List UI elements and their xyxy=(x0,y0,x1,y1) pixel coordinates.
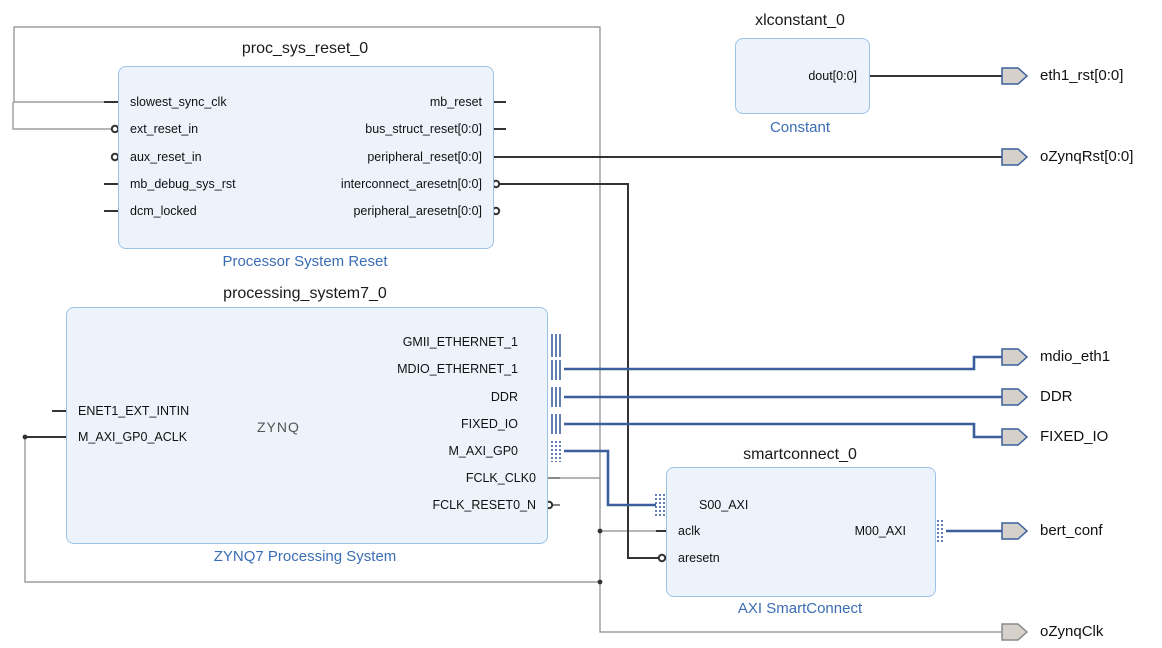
pin-aresetn[interactable]: aresetn xyxy=(678,551,720,565)
pin-mb-reset[interactable]: mb_reset xyxy=(429,95,482,109)
port-bert-conf[interactable]: bert_conf xyxy=(1040,522,1103,539)
pin-m-axi-gp0[interactable]: M_AXI_GP0 xyxy=(448,444,518,458)
proc-sys-reset-ip-name: Processor System Reset xyxy=(222,253,388,270)
pin-enet1-ext-intin[interactable]: ENET1_EXT_INTIN xyxy=(78,404,190,418)
net-ext-reset-loop xyxy=(12,102,112,130)
pin-bus-struct-reset[interactable]: bus_struct_reset[0:0] xyxy=(365,122,482,136)
pin-aux-reset-in[interactable]: aux_reset_in xyxy=(130,150,202,164)
port-fixed-io-shape xyxy=(1001,428,1029,446)
port-ozynqclk-shape xyxy=(1001,623,1029,641)
net-slowest-sync-clk xyxy=(13,26,1002,633)
xlconstant-instance-name: xlconstant_0 xyxy=(755,12,845,29)
port-bert-conf-shape xyxy=(1001,522,1029,540)
ps7-instance-name: processing_system7_0 xyxy=(223,285,387,302)
smartconnect-instance-name: smartconnect_0 xyxy=(743,446,857,463)
smartconnect-block[interactable] xyxy=(666,467,936,597)
proc-sys-reset-instance-name: proc_sys_reset_0 xyxy=(241,40,369,57)
port-ozynqrst-shape xyxy=(1001,148,1029,166)
port-ddr-shape xyxy=(1001,388,1029,406)
pin-m00-axi[interactable]: M00_AXI xyxy=(854,524,906,538)
pin-fixed-io[interactable]: FIXED_IO xyxy=(461,417,518,431)
pin-dout[interactable]: dout[0:0] xyxy=(808,69,857,83)
bus-fixed-io xyxy=(564,422,1002,439)
zynq-logo-text: ZYNQ xyxy=(257,419,300,435)
pin-aclk[interactable]: aclk xyxy=(678,524,701,538)
pin-dcm-locked[interactable]: dcm_locked xyxy=(130,204,197,218)
pin-gmii-ethernet-1[interactable]: GMII_ETHERNET_1 xyxy=(402,335,518,349)
port-mdio-shape xyxy=(1001,348,1029,366)
pin-interconnect-aresetn[interactable]: interconnect_aresetn[0:0] xyxy=(340,177,482,191)
pin-ext-reset-in[interactable]: ext_reset_in xyxy=(130,122,199,136)
pin-fclk-clk0[interactable]: FCLK_CLK0 xyxy=(465,471,536,485)
port-mdio-eth1[interactable]: mdio_eth1 xyxy=(1040,348,1111,365)
pin-mdio-ethernet-1[interactable]: MDIO_ETHERNET_1 xyxy=(397,362,518,376)
pin-peripheral-reset[interactable]: peripheral_reset[0:0] xyxy=(367,150,482,164)
port-eth1-rst[interactable]: eth1_rst[0:0] xyxy=(1040,67,1124,84)
pin-ddr[interactable]: DDR xyxy=(490,390,518,404)
port-eth1-rst-shape xyxy=(1001,67,1029,85)
pin-mb-debug-sys-rst[interactable]: mb_debug_sys_rst xyxy=(130,177,236,191)
pin-m-axi-gp0-aclk[interactable]: M_AXI_GP0_ACLK xyxy=(78,430,188,444)
port-ozynqclk[interactable]: oZynqClk xyxy=(1040,623,1104,640)
bus-mdio xyxy=(564,355,1002,371)
pin-fclk-reset0-n[interactable]: FCLK_RESET0_N xyxy=(432,498,536,512)
proc-sys-reset-block[interactable] xyxy=(118,66,494,249)
ps7-ip-name: ZYNQ7 Processing System xyxy=(213,548,397,565)
port-ddr[interactable]: DDR xyxy=(1040,388,1073,405)
xlconstant-block[interactable] xyxy=(735,38,870,114)
port-ozynqrst[interactable]: oZynqRst[0:0] xyxy=(1040,148,1134,165)
net-aclk-loop xyxy=(24,437,600,583)
pin-slowest-sync-clk[interactable]: slowest_sync_clk xyxy=(130,95,227,109)
smartconnect-ip-name: AXI SmartConnect xyxy=(737,600,863,617)
port-fixed-io[interactable]: FIXED_IO xyxy=(1040,428,1109,445)
ps7-block[interactable] xyxy=(66,307,548,544)
bus-m-axi-gp0 xyxy=(564,449,656,507)
pin-s00-axi[interactable]: S00_AXI xyxy=(699,498,749,512)
net-interconnect-aresetn xyxy=(500,183,664,559)
xlconstant-ip-name: Constant xyxy=(769,119,831,136)
pin-peripheral-aresetn[interactable]: peripheral_aresetn[0:0] xyxy=(353,204,482,218)
